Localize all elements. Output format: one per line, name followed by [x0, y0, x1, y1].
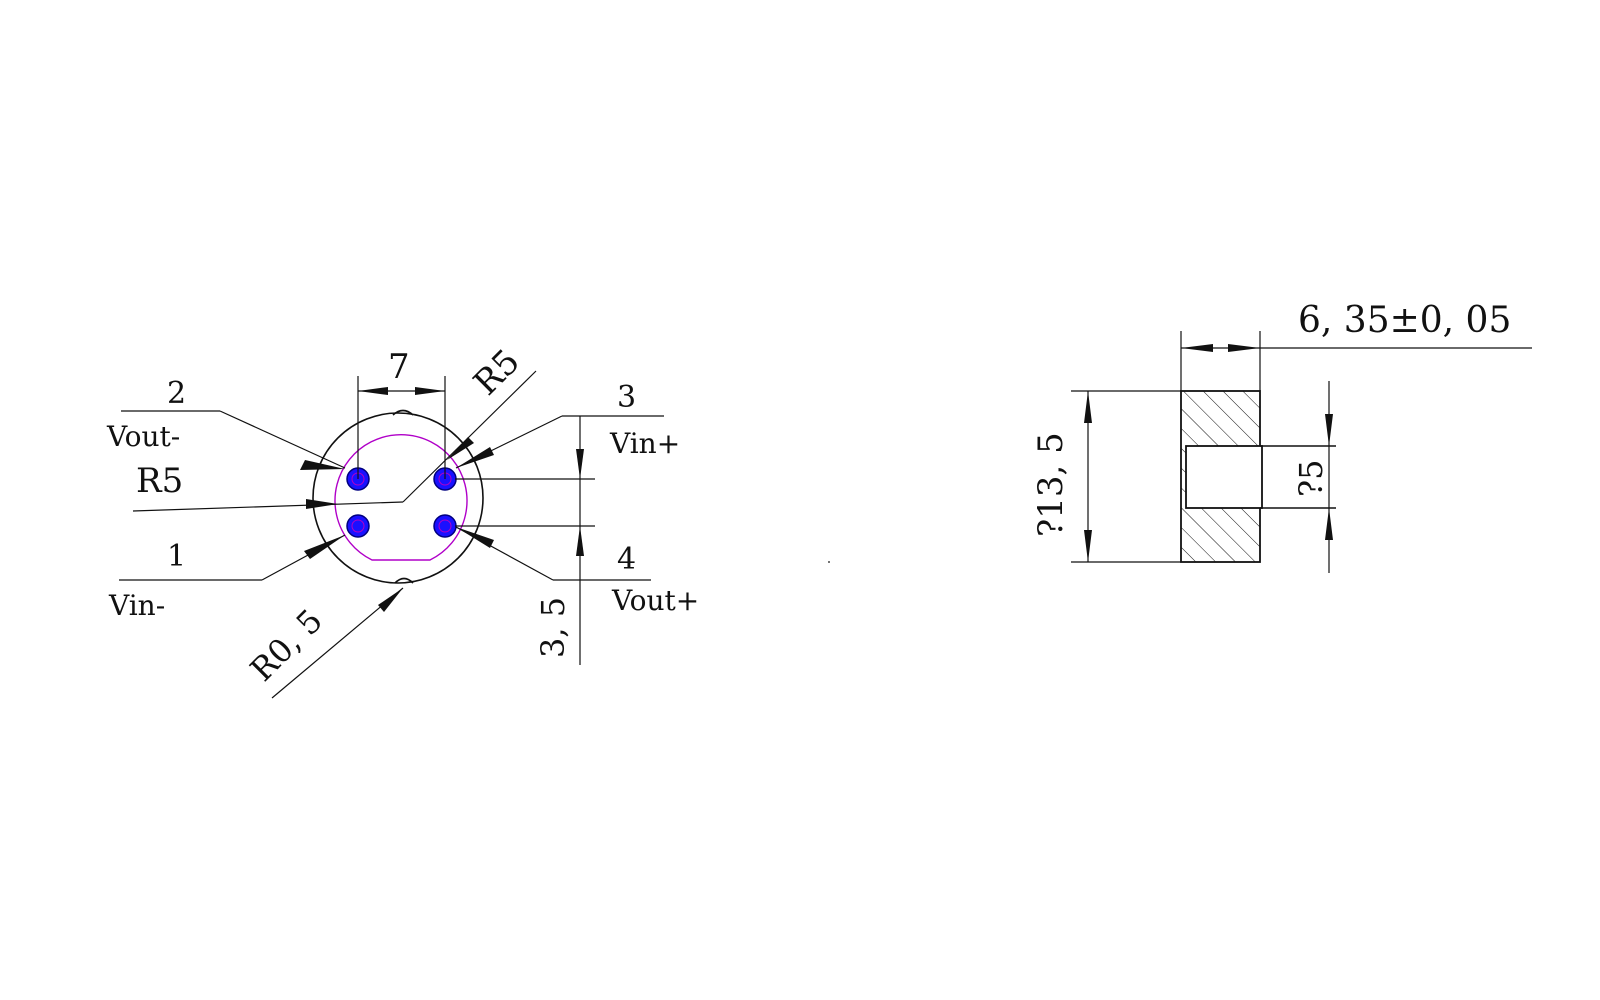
pin-3-signal: Vin+: [609, 427, 680, 460]
dim-bore-diameter: ?5: [1292, 381, 1333, 573]
dim-bore-diameter-label: ?5: [1292, 459, 1330, 497]
pad-1: [346, 514, 370, 538]
bore-cutout: [1185, 445, 1263, 509]
substrate-outline: [334, 434, 468, 561]
dim-radius-inner-label: R5: [466, 342, 528, 404]
dim-notch-radius: R0, 5: [243, 587, 404, 699]
stray-mark: [828, 561, 830, 563]
side-view: ?13, 5 ?5 6, 35±0, 05: [1031, 300, 1532, 573]
dim-radius-left: R5: [132, 461, 404, 512]
dim-thickness-label: 6, 35±0, 05: [1298, 300, 1511, 341]
dim-notch-radius-label: R0, 5: [243, 602, 330, 689]
bottom-notch: [394, 577, 414, 584]
pad-4: [433, 514, 457, 538]
pin-1-number: 1: [167, 539, 186, 574]
dim-radius-left-label: R5: [136, 461, 183, 501]
pin-2-number: 2: [167, 376, 186, 411]
pin-2-callout: 2 Vout-: [106, 376, 346, 470]
pin-3-callout: 3 Vin+: [455, 380, 680, 469]
pin-2-signal: Vout-: [106, 420, 180, 453]
top-notch: [392, 409, 414, 416]
dim-thickness: 6, 35±0, 05: [1180, 300, 1532, 391]
front-view: 7 R5 R5 2 Vout- 1 Vin-: [106, 342, 699, 699]
dim-radius-inner: R5: [402, 342, 537, 503]
pin-1-signal: Vin-: [108, 589, 165, 622]
dim-pin-spacing: 7: [357, 347, 446, 479]
dim-outer-diameter: ?13, 5: [1031, 391, 1092, 562]
pin-4-signal: Vout+: [611, 584, 699, 617]
pin-3-number: 3: [617, 380, 636, 415]
dim-vertical-spacing: 3, 5: [455, 416, 595, 665]
pin-4-number: 4: [617, 542, 636, 577]
dim-outer-diameter-label: ?13, 5: [1031, 432, 1071, 537]
sensor-body-outline: [312, 412, 484, 584]
pin-4-callout: 4 Vout+: [455, 526, 699, 617]
dim-pin-spacing-label: 7: [388, 347, 410, 387]
dim-vertical-spacing-label: 3, 5: [534, 597, 572, 658]
pin-1-callout: 1 Vin-: [108, 534, 346, 622]
